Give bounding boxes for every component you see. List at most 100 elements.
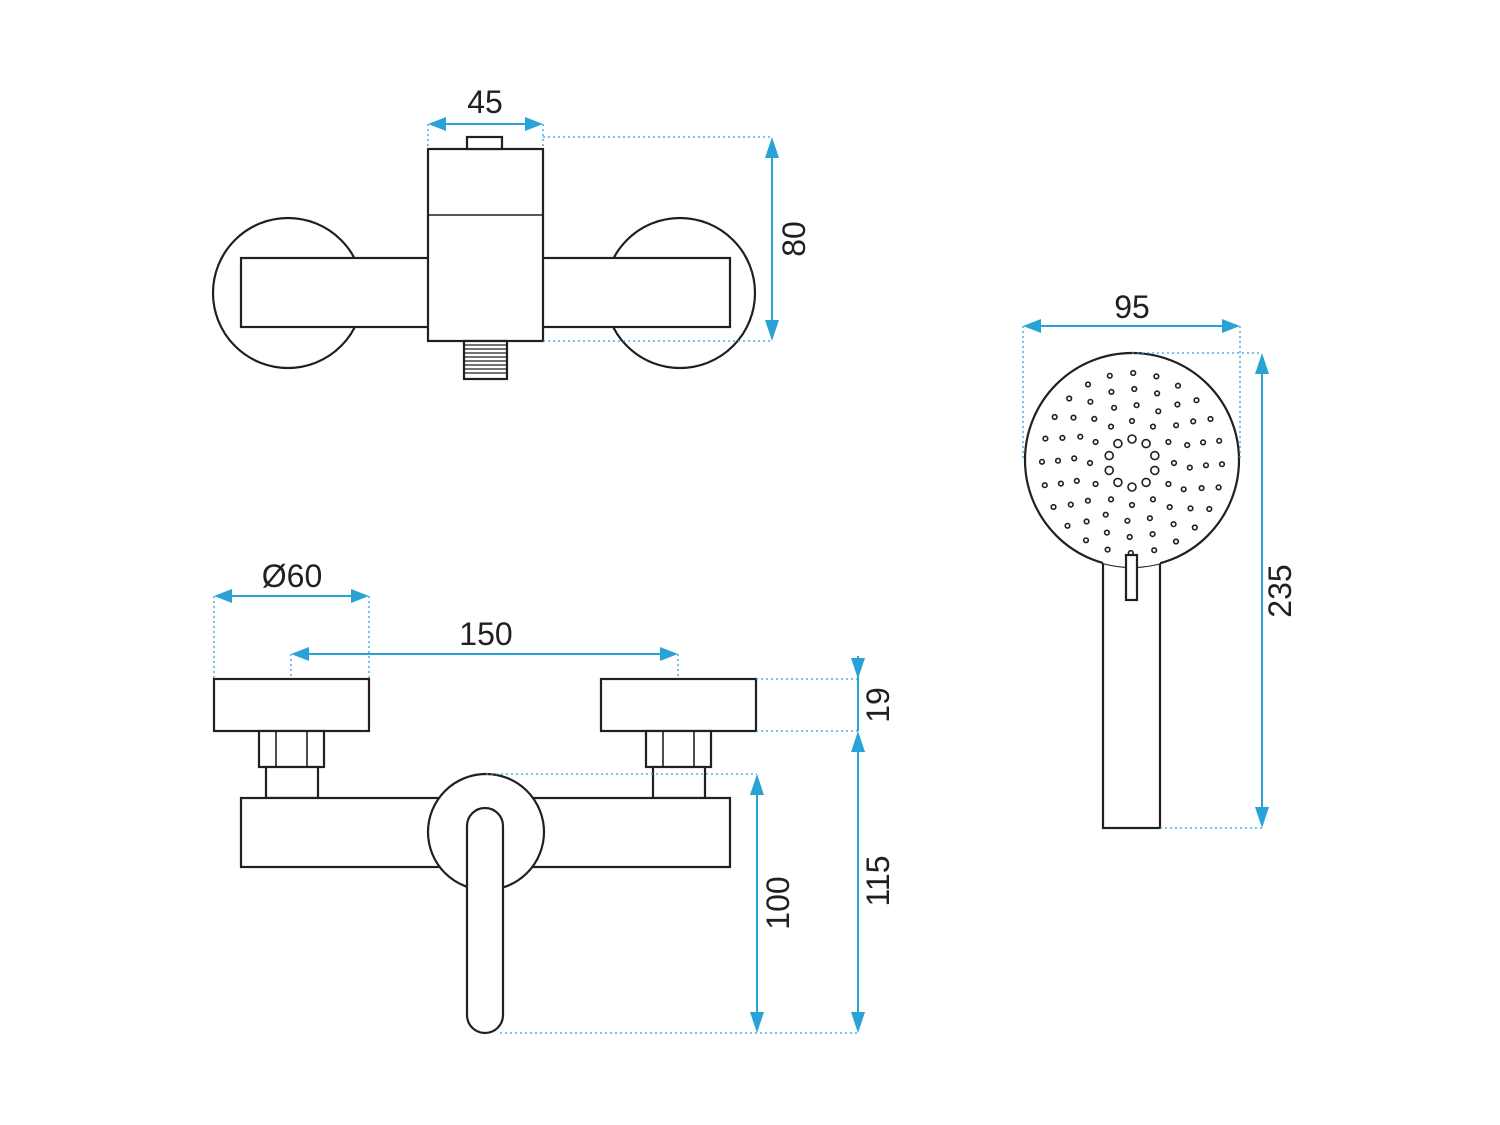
nozzle xyxy=(1077,433,1084,440)
nozzle xyxy=(1186,464,1193,471)
nozzle xyxy=(1174,401,1181,408)
nozzle xyxy=(1102,511,1109,518)
dimension-150 xyxy=(291,647,678,661)
nozzle xyxy=(1107,496,1115,503)
nozzle xyxy=(1051,413,1058,421)
nozzle xyxy=(1083,518,1090,525)
spray-mode-slider xyxy=(1124,553,1139,602)
nozzle xyxy=(1067,501,1074,508)
nozzle xyxy=(1104,450,1114,461)
left-wall-flange-front xyxy=(212,677,371,733)
left-eccentric-connector xyxy=(257,729,326,800)
dim-label-diameter-60: Ø60 xyxy=(262,558,322,594)
nozzle xyxy=(1191,524,1198,531)
nozzle xyxy=(1199,439,1207,446)
dimension-235 xyxy=(1255,353,1269,828)
hand-shower-head xyxy=(1023,351,1241,569)
nozzle xyxy=(1128,417,1136,425)
nozzle xyxy=(1207,415,1214,423)
front-view: Ø60 150 19 115 xyxy=(212,558,896,1035)
nozzle xyxy=(1206,505,1213,513)
nozzle xyxy=(1216,437,1223,444)
mixer-lever xyxy=(465,806,505,1035)
nozzle xyxy=(1106,372,1113,379)
nozzle xyxy=(1190,418,1197,425)
nozzle xyxy=(1054,457,1062,464)
nozzle xyxy=(1066,395,1073,402)
nozzle xyxy=(1172,538,1180,545)
nozzle xyxy=(1151,547,1158,554)
nozzle xyxy=(1086,459,1094,467)
threaded-outlet xyxy=(462,339,509,381)
nozzle xyxy=(1146,515,1153,522)
dim-label-235: 235 xyxy=(1262,564,1298,617)
nozzle xyxy=(1103,529,1110,536)
nozzle xyxy=(1166,504,1173,511)
dim-label-150: 150 xyxy=(459,616,512,652)
nozzle xyxy=(1038,458,1046,465)
right-eccentric-connector xyxy=(644,729,713,800)
nozzle xyxy=(1128,501,1136,509)
nozzle xyxy=(1092,480,1099,488)
nozzle xyxy=(1172,422,1180,429)
nozzle xyxy=(1149,423,1157,430)
nozzle xyxy=(1041,482,1048,489)
cartridge-cap xyxy=(465,135,504,151)
nozzle xyxy=(1042,435,1049,442)
dimension-95 xyxy=(1023,319,1240,333)
nozzle xyxy=(1070,414,1077,421)
nozzle xyxy=(1165,438,1172,446)
dim-label-115: 115 xyxy=(860,855,896,906)
dim-label-80: 80 xyxy=(776,221,812,257)
nozzle xyxy=(1153,390,1161,397)
nozzle xyxy=(1133,402,1140,409)
nozzle xyxy=(1141,438,1151,449)
nozzle xyxy=(1150,465,1160,476)
nozzle xyxy=(1059,434,1066,442)
nozzle xyxy=(1215,484,1222,491)
dimension-115 xyxy=(851,731,865,1033)
nozzle xyxy=(1170,521,1177,528)
nozzle xyxy=(1127,482,1137,492)
right-wall-flange-front xyxy=(599,677,758,733)
nozzle xyxy=(1149,530,1156,538)
nozzle xyxy=(1184,442,1191,449)
nozzle xyxy=(1126,533,1133,541)
nozzle xyxy=(1104,546,1111,553)
nozzle xyxy=(1113,477,1123,488)
nozzle xyxy=(1141,477,1151,488)
cartridge-housing-top xyxy=(426,147,545,343)
nozzle xyxy=(1155,408,1162,415)
dimension-19 xyxy=(851,656,865,731)
nozzle xyxy=(1113,438,1123,449)
nozzle xyxy=(1174,382,1182,389)
nozzle xyxy=(1084,497,1091,504)
dim-label-45: 45 xyxy=(467,84,503,120)
dimension-45 xyxy=(428,117,543,131)
nozzle xyxy=(1050,503,1057,511)
dimension-80 xyxy=(765,137,779,341)
nozzle xyxy=(1198,485,1205,492)
nozzle xyxy=(1202,462,1210,469)
dimension-diameter-60 xyxy=(214,589,369,603)
nozzle xyxy=(1082,537,1090,544)
nozzle xyxy=(1057,480,1064,487)
dimension-100 xyxy=(750,774,764,1033)
nozzle xyxy=(1218,461,1226,468)
nozzle xyxy=(1193,397,1200,404)
dim-label-19: 19 xyxy=(860,687,896,723)
nozzle xyxy=(1187,505,1194,512)
nozzle xyxy=(1064,522,1071,529)
nozzle xyxy=(1104,465,1114,476)
nozzle xyxy=(1127,549,1134,557)
nozzle xyxy=(1170,459,1178,467)
dim-label-95: 95 xyxy=(1114,289,1150,325)
nozzle xyxy=(1071,455,1078,462)
nozzle xyxy=(1087,398,1094,405)
nozzle xyxy=(1165,480,1172,488)
nozzle xyxy=(1130,369,1137,377)
nozzle xyxy=(1124,517,1131,524)
spray-nozzles xyxy=(1038,369,1226,557)
nozzle xyxy=(1110,404,1118,411)
